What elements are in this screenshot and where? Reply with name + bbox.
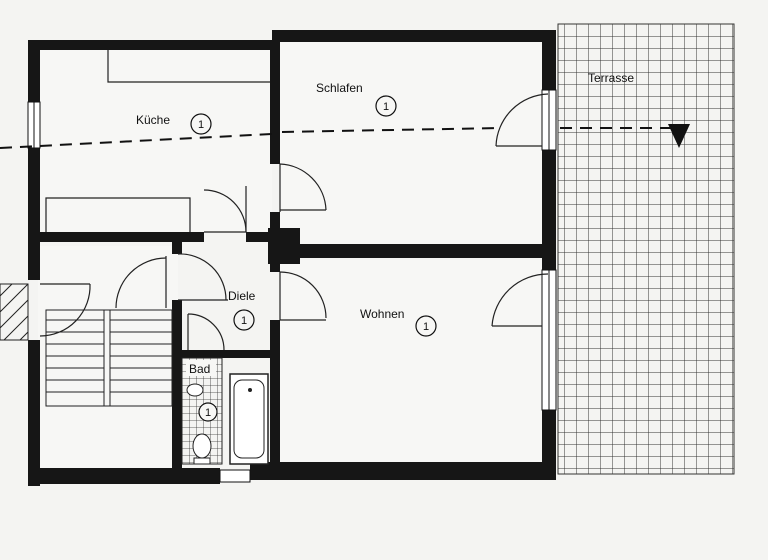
- room-floors: [38, 40, 542, 468]
- staircase: [45, 309, 173, 407]
- svg-text:1: 1: [383, 101, 389, 113]
- section-line: [0, 124, 690, 149]
- walls: [28, 30, 556, 486]
- room-label-schlafen: Schlafen: [316, 81, 363, 95]
- room-label-wohnen: Wohnen: [360, 307, 404, 321]
- room-labels: Küche 1 Schlafen 1 Terrasse Diele 1 Wohn…: [136, 71, 634, 422]
- svg-text:1: 1: [205, 407, 211, 419]
- room-badge-wohnen: 1: [415, 315, 437, 337]
- room-badge-bad: 1: [198, 402, 218, 422]
- kitchen-counters: [45, 50, 270, 232]
- entrance-step: [0, 283, 29, 341]
- room-badge-schlafen: 1: [375, 95, 397, 117]
- svg-text:1: 1: [241, 315, 247, 327]
- svg-text:1: 1: [198, 119, 204, 131]
- svg-text:1: 1: [423, 321, 429, 333]
- room-badge-diele: 1: [233, 309, 255, 331]
- room-label-terrasse: Terrasse: [588, 71, 634, 85]
- room-label-bad: Bad: [189, 362, 210, 376]
- room-label-diele: Diele: [228, 289, 256, 303]
- doors: [39, 93, 549, 351]
- room-label-kueche: Küche: [136, 113, 170, 127]
- windows: [27, 89, 557, 483]
- section-arrow-icon: [668, 124, 690, 148]
- room-badge-kueche: 1: [190, 113, 212, 135]
- terrace-area: [557, 23, 735, 475]
